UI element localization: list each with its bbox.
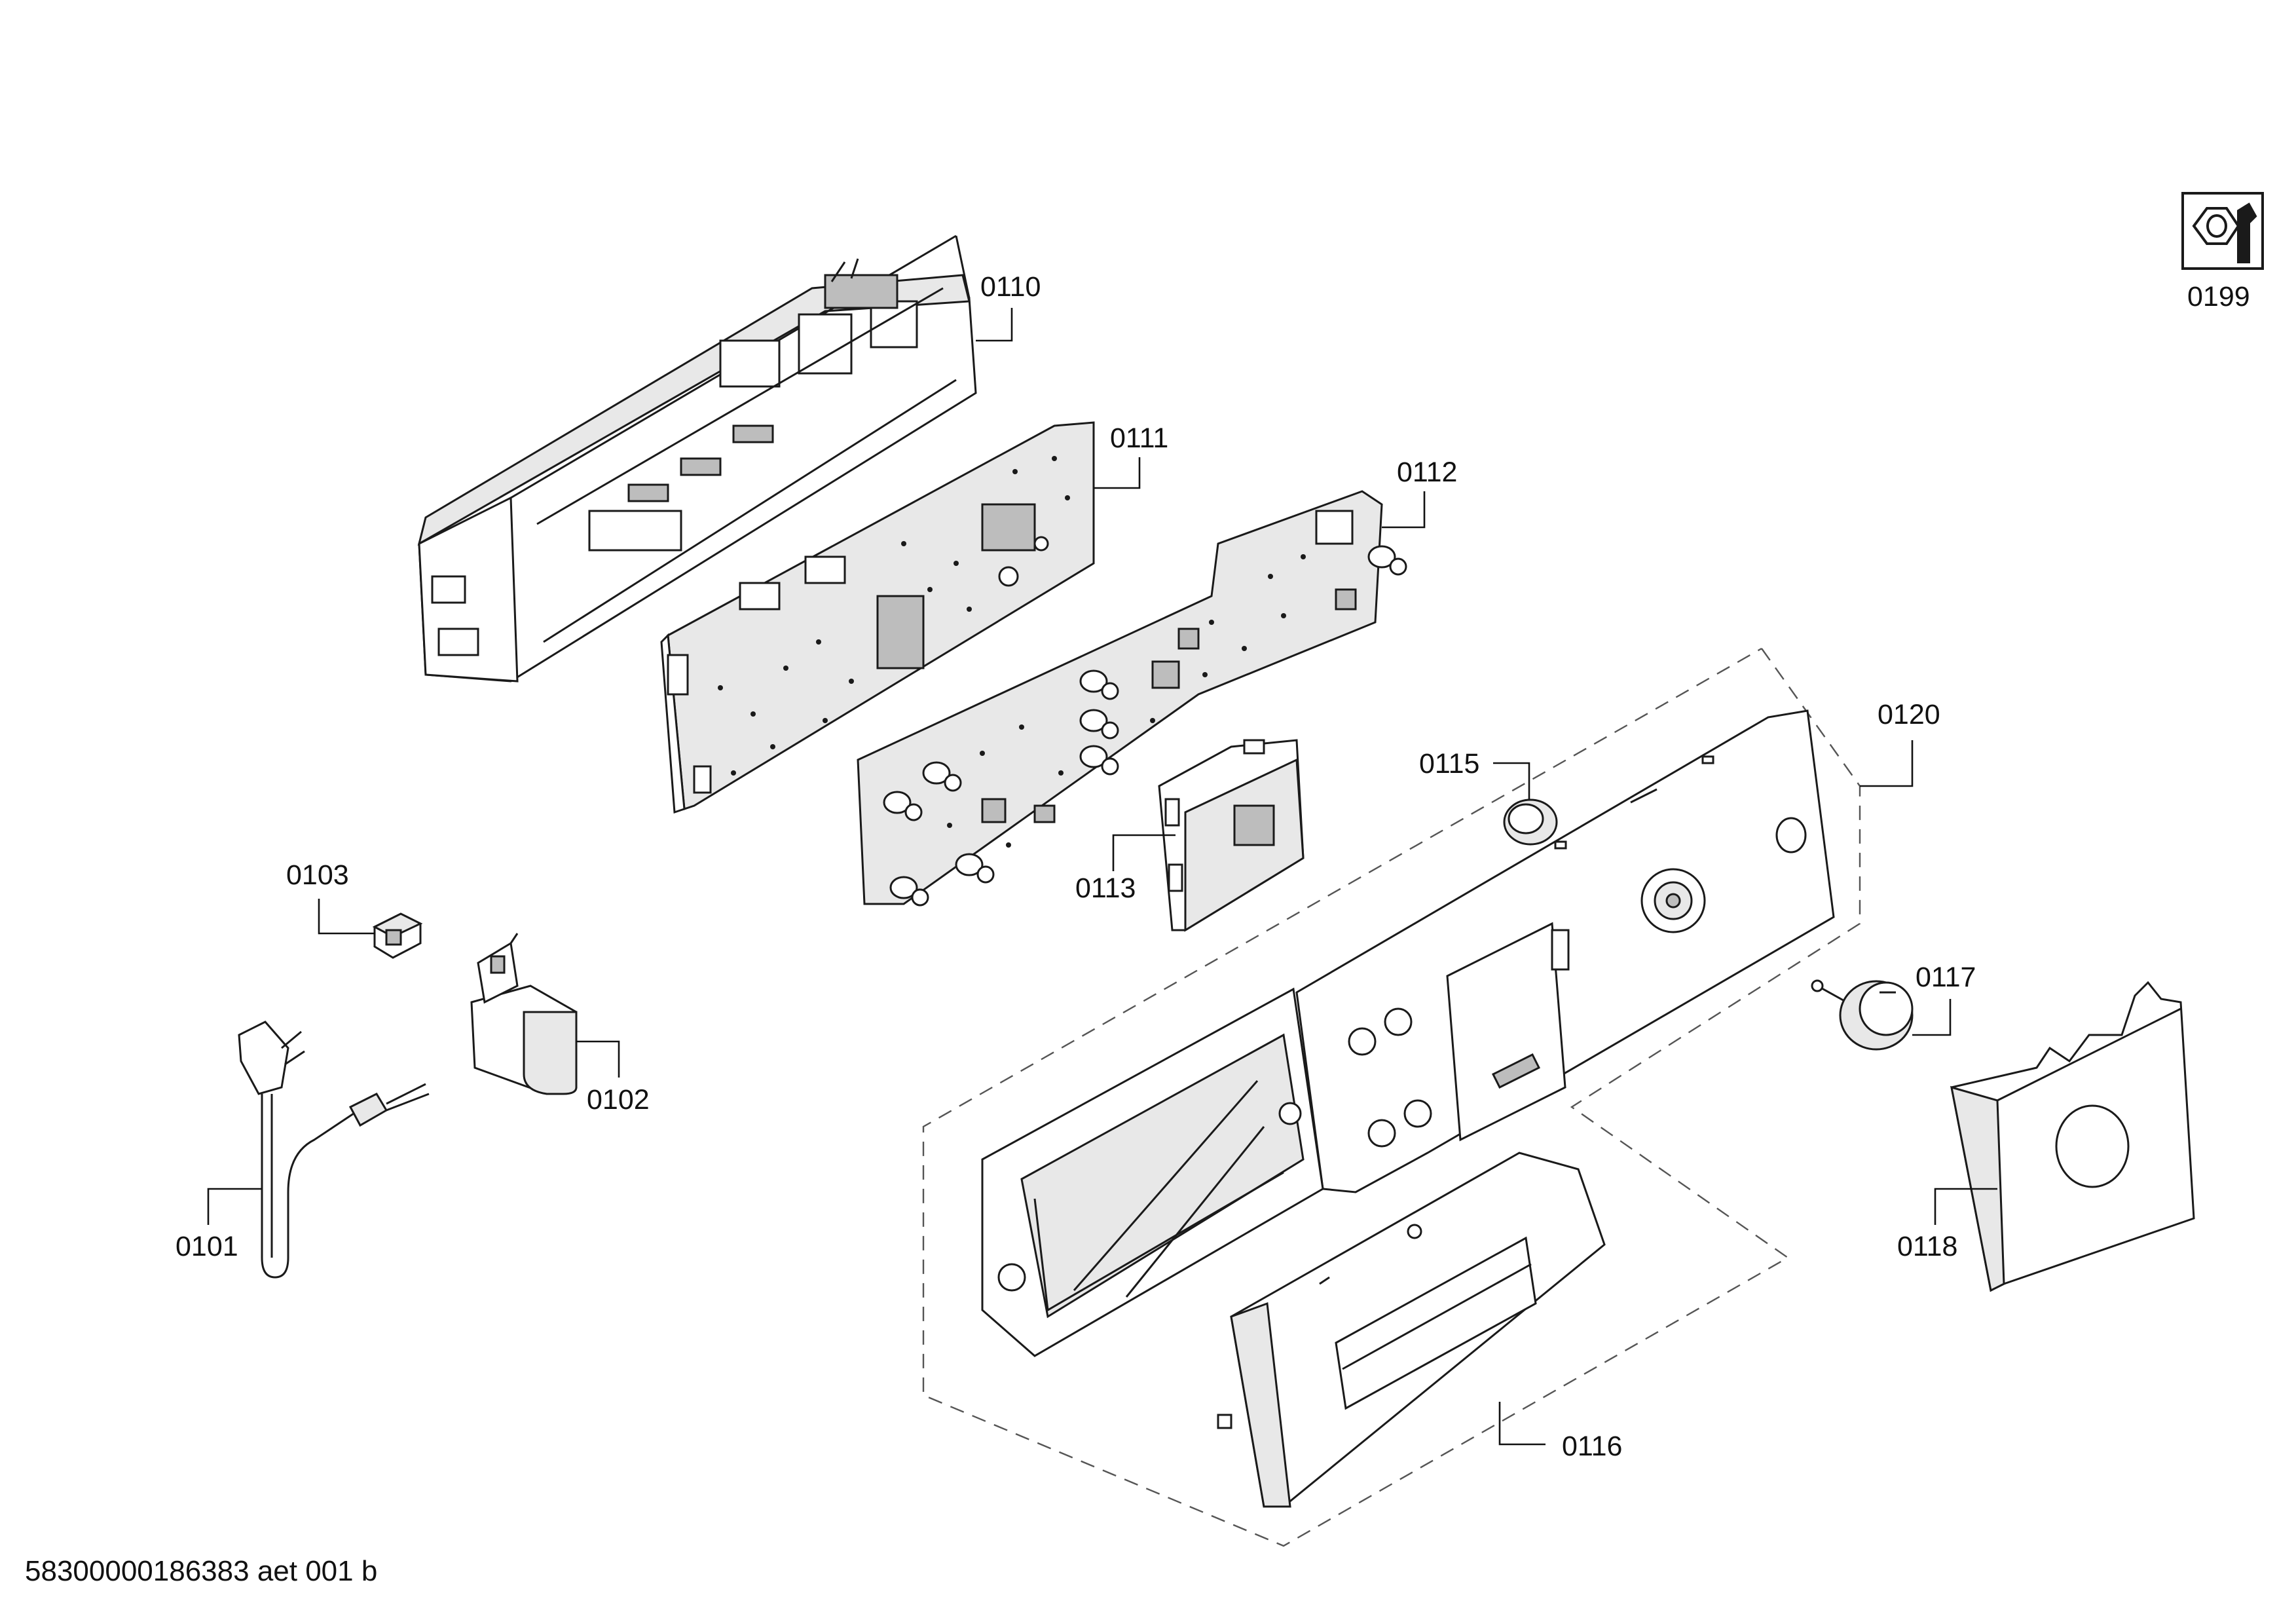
label-0117: 0117 (1916, 962, 1976, 993)
leader-0112 (1382, 491, 1426, 529)
part-0112-encoders (883, 545, 1407, 907)
part-0118-side-cover[interactable] (1950, 981, 2195, 1292)
leader-0118 (1934, 1188, 1997, 1225)
leader-0111 (1094, 457, 1141, 489)
part-0110-housing[interactable] (417, 235, 977, 683)
label-0120: 0120 (1878, 699, 1940, 730)
part-0115-button[interactable] (1503, 798, 1558, 846)
leader-0102 (576, 1040, 620, 1078)
nut-and-wrench-icon[interactable] (2181, 192, 2264, 270)
part-0113-display-module[interactable] (1158, 739, 1305, 932)
part-0112-control-pcb[interactable] (857, 490, 1383, 905)
leader-0110 (976, 308, 1013, 342)
leader-0117 (1912, 999, 1952, 1036)
label-0102: 0102 (587, 1084, 650, 1116)
pcb-0112-components (947, 554, 1306, 848)
part-0117-knob[interactable] (1811, 979, 1914, 1051)
part-0103-ferrite[interactable] (372, 912, 423, 959)
leader-0120 (1860, 740, 1914, 787)
document-code: 58300000186383 aet 001 b (25, 1555, 377, 1587)
leader-0103 (318, 899, 375, 935)
leader-0116 (1498, 1402, 1546, 1446)
part-0111-main-pcb[interactable] (660, 421, 1095, 814)
label-0103: 0103 (286, 859, 349, 891)
part-0116-drawer-front[interactable] (1217, 1152, 1606, 1508)
leader-0101 (207, 1188, 262, 1225)
label-0101: 0101 (176, 1231, 238, 1262)
label-0110: 0110 (980, 271, 1041, 303)
pcb-0111-components (718, 456, 1070, 776)
label-0113: 0113 (1075, 873, 1136, 904)
label-0111: 0111 (1110, 422, 1168, 454)
leader-0115 (1493, 762, 1530, 799)
label-0199: 0199 (2187, 281, 2250, 312)
label-0115: 0115 (1419, 748, 1479, 779)
label-0118: 0118 (1897, 1231, 1957, 1262)
leader-0113 (1112, 834, 1176, 871)
part-0120-fascia[interactable] (981, 709, 1835, 1357)
assembly-boundary-0120 (922, 647, 1861, 1547)
label-0116: 0116 (1562, 1431, 1622, 1462)
part-0102-filter[interactable] (470, 933, 578, 1095)
label-0112: 0112 (1397, 457, 1457, 488)
part-0101-mains-cable[interactable] (238, 1021, 430, 1279)
